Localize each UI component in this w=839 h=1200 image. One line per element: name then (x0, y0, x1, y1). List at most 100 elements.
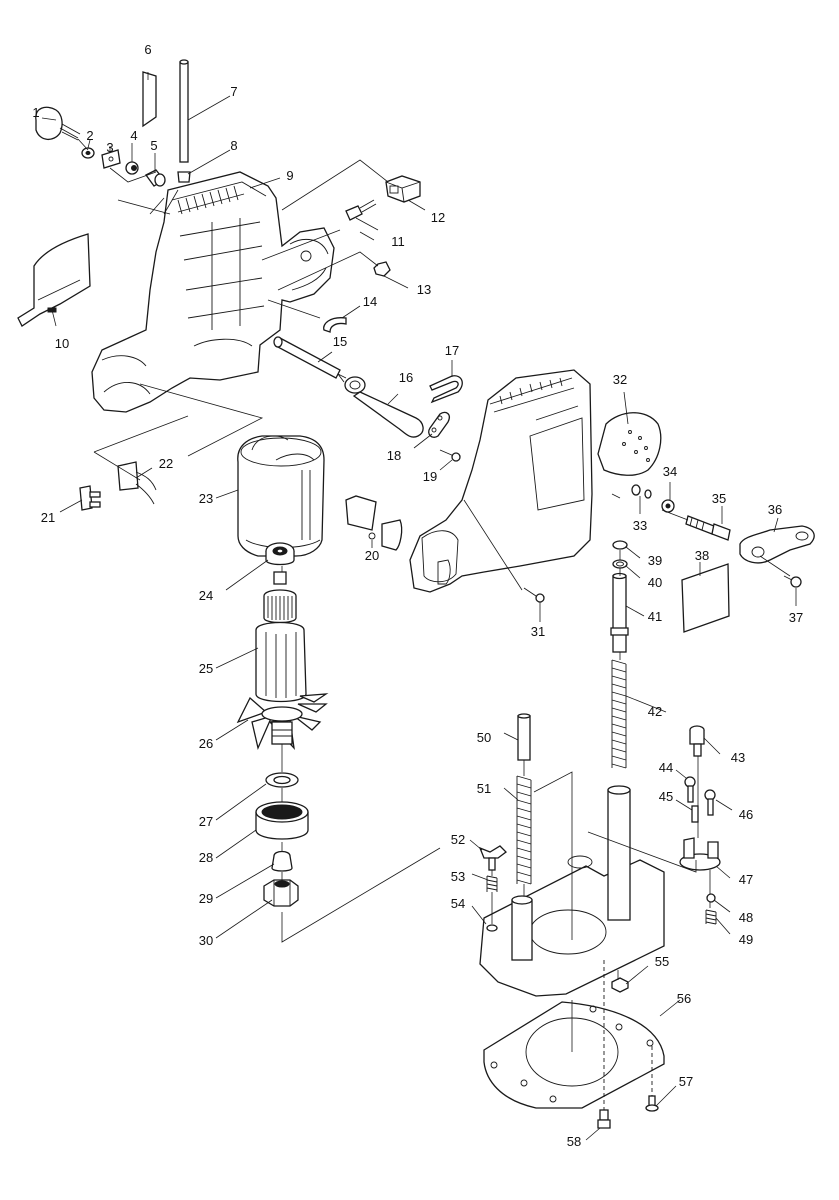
callout-29: 29 (199, 891, 213, 906)
assembly-lines (41, 72, 797, 1141)
callout-12: 12 (431, 210, 445, 225)
callout-4: 4 (130, 128, 137, 143)
callout-28: 28 (199, 850, 213, 865)
part-8-cap (177, 171, 191, 183)
part-12-brush-holder (385, 175, 421, 203)
callout-35: 35 (712, 491, 726, 506)
callout-26: 26 (199, 736, 213, 751)
part-51-spring (516, 775, 532, 885)
part-50-pin (517, 713, 531, 761)
callout-16: 16 (399, 370, 413, 385)
part-14-clip (323, 317, 347, 333)
router-body-housing (409, 369, 593, 593)
part-35-threaded-stud (685, 515, 731, 541)
part-29-collet-cone (271, 850, 293, 872)
callout-32: 32 (613, 372, 627, 387)
callout-1: 1 (32, 105, 39, 120)
callout-22: 22 (159, 456, 173, 471)
callout-34: 34 (663, 464, 677, 479)
callout-8: 8 (230, 138, 237, 153)
part-28-bearing-retainer (255, 801, 309, 840)
callout-44: 44 (659, 760, 673, 775)
part-3-clip (101, 149, 121, 169)
part-36-lock-lever (739, 525, 815, 564)
callout-51: 51 (477, 781, 491, 796)
callout-33: 33 (633, 518, 647, 533)
part-20-switch (345, 495, 403, 551)
part-9-motor-housing (91, 171, 335, 413)
part-11-carbon-brush (345, 199, 377, 221)
part-22-noise-suppressor (117, 461, 157, 505)
callout-56: 56 (677, 991, 691, 1006)
part-40-o-ring (612, 559, 628, 569)
part-23-field-stator (237, 435, 325, 557)
part-48-steel-ball (706, 893, 716, 903)
callout-48: 48 (739, 910, 753, 925)
part-44-screw (684, 776, 696, 803)
callout-20: 20 (365, 548, 379, 563)
part-56-base-plate (483, 1001, 665, 1109)
part-31-screw (523, 587, 545, 603)
part-19-screw (439, 449, 461, 462)
part-37-screw (783, 575, 802, 588)
callout-27: 27 (199, 814, 213, 829)
callout-14: 14 (363, 294, 377, 309)
part-10-chip-shield (17, 233, 91, 327)
callout-36: 36 (768, 502, 782, 517)
callout-43: 43 (731, 750, 745, 765)
callout-19: 19 (423, 469, 437, 484)
callout-5: 5 (150, 138, 157, 153)
callout-30: 30 (199, 933, 213, 948)
part-42-spring (611, 659, 627, 769)
callout-labels: 1 2 3 4 5 6 7 8 9 10 11 12 13 14 15 16 1… (32, 42, 803, 1149)
callout-18: 18 (387, 448, 401, 463)
callout-3: 3 (106, 140, 113, 155)
part-24-ball-bearing (265, 542, 295, 566)
part-43-depth-screw (689, 725, 705, 757)
callout-13: 13 (417, 282, 431, 297)
part-39-snap-ring (612, 540, 628, 550)
part-32-handle (597, 412, 662, 476)
part-13-nut (373, 261, 391, 277)
callout-50: 50 (477, 730, 491, 745)
callout-47: 47 (739, 872, 753, 887)
callout-52: 52 (451, 832, 465, 847)
callout-41: 41 (648, 609, 662, 624)
callout-45: 45 (659, 789, 673, 804)
part-25-armature (255, 571, 307, 703)
part-41-post (610, 572, 629, 653)
part-52-wing-bolt (478, 845, 507, 871)
callout-9: 9 (286, 168, 293, 183)
callout-2: 2 (86, 128, 93, 143)
callout-40: 40 (648, 575, 662, 590)
callout-39: 39 (648, 553, 662, 568)
callout-42: 42 (648, 704, 662, 719)
callout-38: 38 (695, 548, 709, 563)
part-53-spring (486, 875, 498, 892)
part-17-u-clamp (429, 375, 463, 404)
callout-57: 57 (679, 1074, 693, 1089)
part-47-turret-stopper (679, 837, 721, 871)
callout-15: 15 (333, 334, 347, 349)
callout-54: 54 (451, 896, 465, 911)
callout-53: 53 (451, 869, 465, 884)
part-58-screw (597, 1109, 611, 1129)
callout-10: 10 (55, 336, 69, 351)
callout-23: 23 (199, 491, 213, 506)
part-26-fan (236, 693, 329, 751)
callout-37: 37 (789, 610, 803, 625)
part-45-screw (691, 805, 699, 823)
part-7-rod (179, 59, 189, 163)
callout-58: 58 (567, 1134, 581, 1149)
part-21-terminal-block (79, 485, 101, 511)
part-34-washer (661, 499, 675, 513)
part-1-knob-screw (35, 106, 81, 141)
part-18-strain-relief (428, 411, 450, 438)
part-30-collet-nut (263, 879, 299, 907)
part-15-cord-tube (273, 336, 347, 383)
part-4-washer (125, 161, 139, 175)
callout-6: 6 (144, 42, 151, 57)
callout-46: 46 (739, 807, 753, 822)
callout-24: 24 (199, 588, 213, 603)
